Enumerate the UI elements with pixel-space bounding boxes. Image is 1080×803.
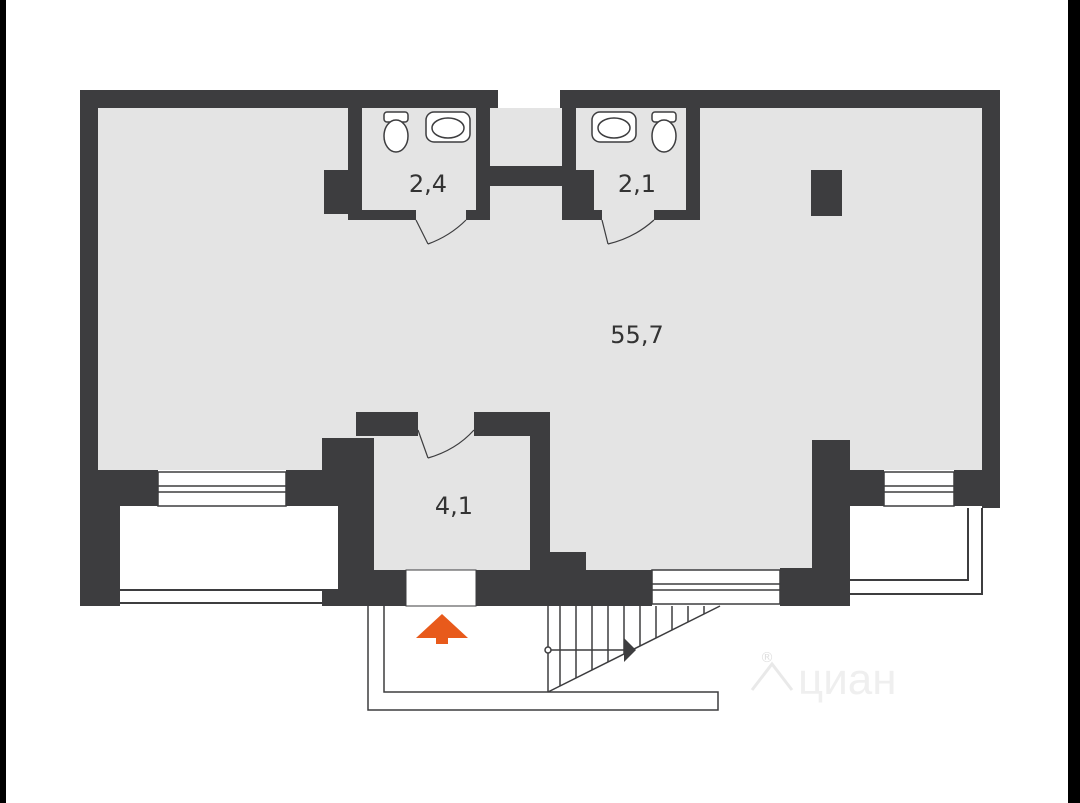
watermark-text: циан: [798, 655, 897, 704]
stairs-direction-icon: [624, 638, 636, 662]
room-area-main-hall: 55,7: [610, 321, 663, 349]
windows: [157, 471, 955, 605]
entrance-opening: [405, 569, 477, 607]
sanitary-fixtures: [383, 111, 677, 153]
room-area-vestibule: 4,1: [435, 492, 473, 520]
arrow-up-icon: [416, 614, 468, 644]
doors: [415, 219, 655, 459]
wc-right-walls: [562, 108, 700, 220]
toilet-right-icon: [651, 119, 677, 153]
room-area-wc-right: 2,1: [618, 170, 656, 198]
toilet-left-icon: [383, 119, 409, 153]
watermark: ® циан: [750, 650, 897, 704]
stairs: [367, 605, 721, 711]
room-area-wc-left: 2,4: [409, 170, 447, 198]
left-balcony: [120, 506, 338, 590]
wc-left-walls: [324, 108, 490, 220]
right-balcony: [850, 508, 983, 595]
svg-text:®: ®: [760, 650, 774, 666]
exterior-walls: [80, 90, 1000, 606]
